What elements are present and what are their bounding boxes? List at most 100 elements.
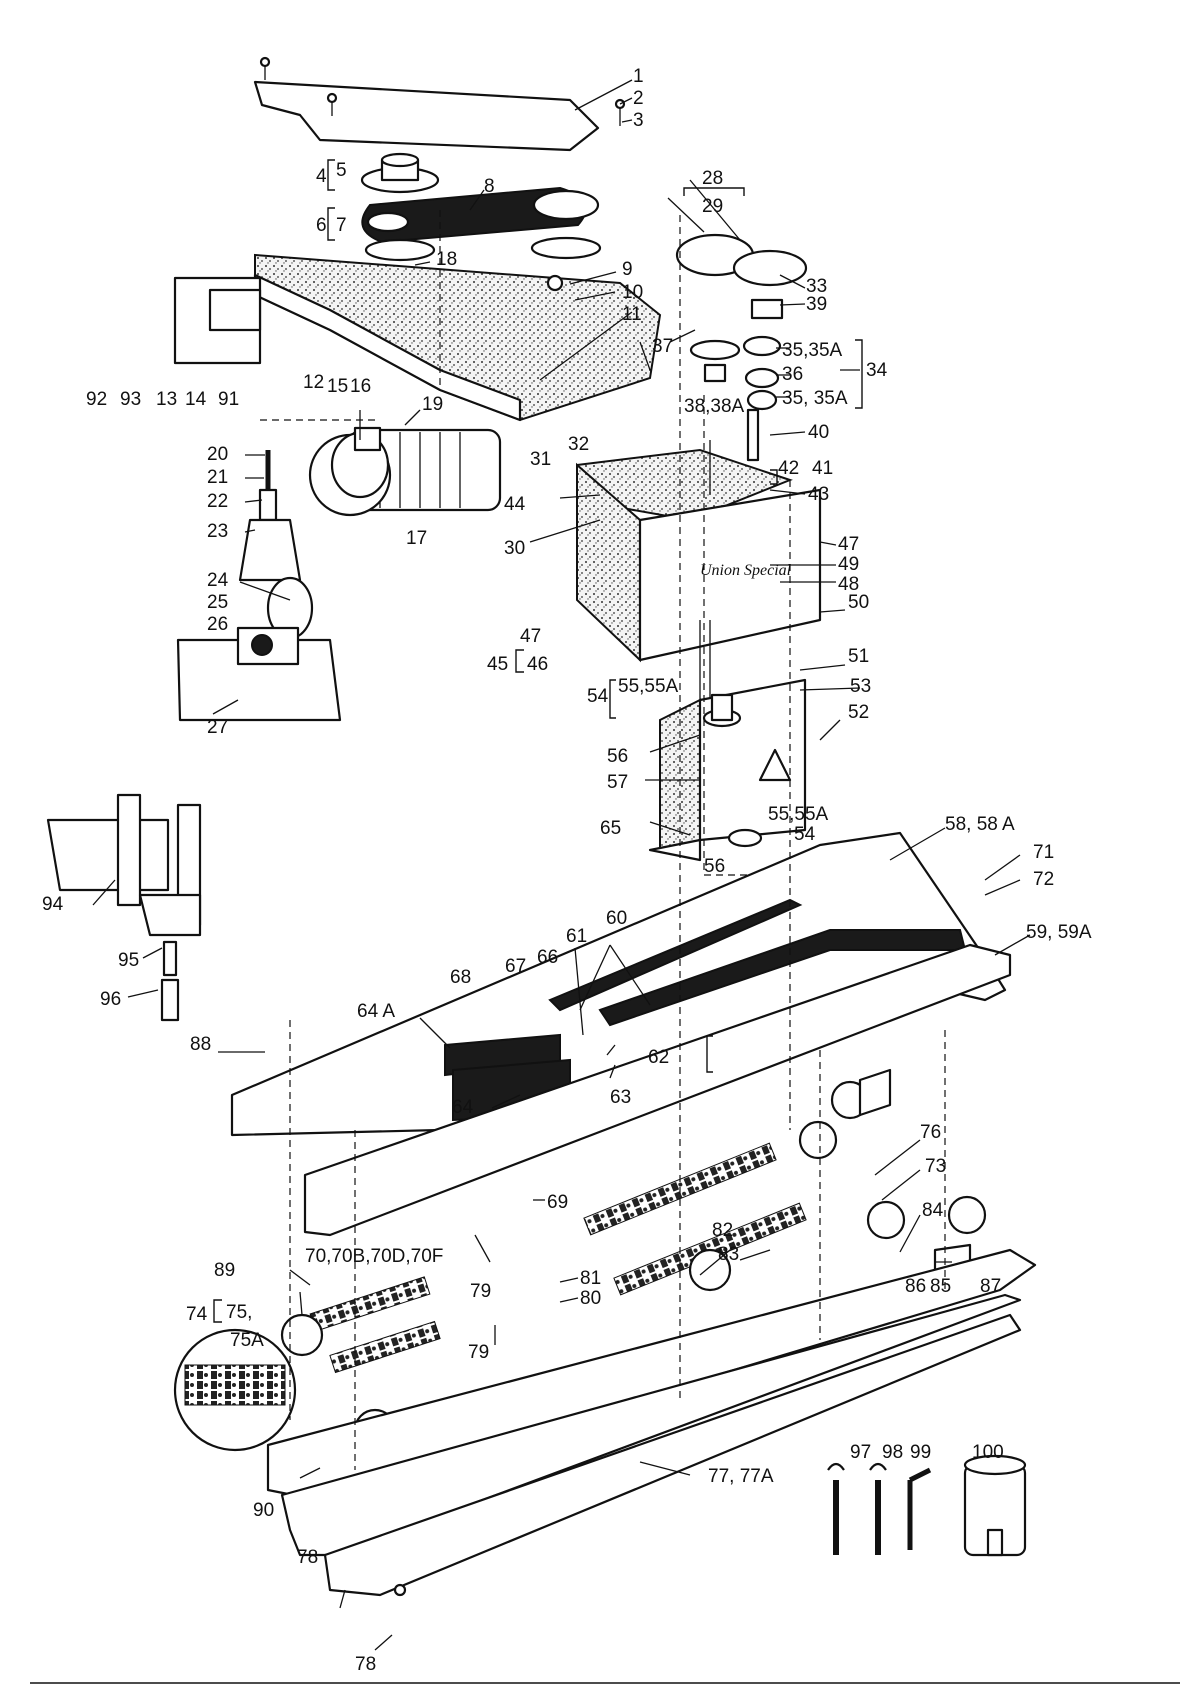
label-83: 83	[718, 1244, 739, 1265]
label-2: 2	[633, 88, 644, 109]
tools	[827, 1454, 1027, 1557]
label-70-group: 70,70B,70D,70F	[305, 1246, 443, 1267]
gear-housing	[173, 253, 662, 422]
label-93: 93	[120, 389, 141, 410]
label-66: 66	[537, 947, 558, 968]
label-71: 71	[1033, 842, 1054, 863]
label-75: 75,	[226, 1302, 252, 1323]
label-18: 18	[436, 249, 457, 270]
label-99: 99	[910, 1442, 931, 1463]
label-78-upper: 78	[297, 1547, 318, 1568]
label-100: 100	[972, 1442, 1004, 1463]
label-28: 28	[702, 168, 723, 189]
label-89: 89	[214, 1260, 235, 1281]
label-4: 4	[316, 166, 327, 187]
label-3: 3	[633, 110, 644, 131]
label-74: 74	[186, 1304, 208, 1325]
label-32: 32	[568, 434, 589, 455]
label-90: 90	[253, 1500, 274, 1521]
cable-connector	[176, 450, 342, 722]
label-75a: 75A	[230, 1330, 264, 1351]
label-97: 97	[850, 1442, 871, 1463]
label-72: 72	[1033, 869, 1054, 890]
label-30: 30	[504, 538, 525, 559]
label-10: 10	[622, 282, 643, 303]
label-48: 48	[838, 574, 859, 595]
label-58-58a: 58, 58 A	[945, 814, 1015, 835]
label-34: 34	[866, 360, 888, 381]
label-59-59a: 59, 59A	[1026, 922, 1092, 943]
label-85: 85	[930, 1276, 951, 1297]
label-49: 49	[838, 554, 859, 575]
label-65: 65	[600, 818, 621, 839]
label-36: 36	[782, 364, 803, 385]
label-61: 61	[566, 926, 587, 947]
gear-train	[675, 233, 808, 462]
label-68: 68	[450, 967, 471, 988]
label-35-35a: 35,35A	[782, 340, 843, 361]
label-22: 22	[207, 491, 228, 512]
label-76: 76	[920, 1122, 941, 1143]
label-95: 95	[118, 950, 139, 971]
label-8: 8	[484, 176, 495, 197]
label-98: 98	[882, 1442, 903, 1463]
label-78-lower: 78	[355, 1654, 376, 1675]
label-11: 11	[622, 304, 642, 325]
part-labels: 1 2 3 4 5 6 7 8 9 10 11 12 13 14 15 16 1…	[42, 66, 1092, 1675]
motor	[308, 410, 502, 517]
label-55-55a-lower: 55,55A	[768, 804, 829, 825]
label-86: 86	[905, 1276, 926, 1297]
label-45: 45	[487, 654, 508, 675]
label-80: 80	[580, 1288, 601, 1309]
label-82: 82	[712, 1220, 733, 1241]
label-25: 25	[207, 592, 228, 613]
label-15: 15	[327, 376, 348, 397]
label-1: 1	[633, 66, 644, 87]
label-6: 6	[316, 215, 327, 236]
label-77-77a: 77, 77A	[708, 1466, 774, 1487]
label-38-38a: 38,38A	[684, 396, 745, 417]
label-17: 17	[406, 528, 427, 549]
label-81: 81	[580, 1268, 601, 1289]
label-64: 64	[452, 1097, 474, 1118]
label-19: 19	[422, 394, 443, 415]
label-56-upper: 56	[607, 746, 628, 767]
label-41: 41	[812, 458, 833, 479]
gearbox-housing: Union Special	[576, 440, 822, 700]
label-23: 23	[207, 521, 228, 542]
label-50: 50	[848, 592, 869, 613]
label-39: 39	[806, 294, 827, 315]
label-79-upper: 79	[470, 1281, 491, 1302]
label-52: 52	[848, 702, 869, 723]
label-14: 14	[185, 389, 207, 410]
belt-drive	[360, 152, 602, 262]
label-96: 96	[100, 989, 121, 1010]
label-46: 46	[527, 654, 548, 675]
label-29: 29	[702, 196, 723, 217]
label-56-lower: 56	[704, 856, 725, 877]
label-53: 53	[850, 676, 871, 697]
label-47-right: 47	[838, 534, 859, 555]
label-91: 91	[218, 389, 239, 410]
mounting-bracket	[46, 793, 202, 1022]
bottom-plates	[280, 1293, 1022, 1597]
label-55-55a-upper: 55,55A	[618, 676, 679, 697]
label-43: 43	[808, 484, 829, 505]
label-84: 84	[922, 1200, 944, 1221]
label-69: 69	[547, 1192, 568, 1213]
label-67: 67	[505, 956, 526, 977]
label-44: 44	[504, 494, 526, 515]
label-92: 92	[86, 389, 107, 410]
label-12: 12	[303, 372, 324, 393]
column-housing	[648, 678, 807, 862]
label-26: 26	[207, 614, 228, 635]
label-73: 73	[925, 1156, 946, 1177]
dashed-connections	[260, 210, 946, 1470]
label-37: 37	[652, 336, 673, 357]
label-33: 33	[806, 276, 827, 297]
label-24: 24	[207, 570, 229, 591]
label-35-35a-lower: 35, 35A	[782, 388, 848, 409]
label-87: 87	[980, 1276, 1001, 1297]
label-94: 94	[42, 894, 64, 915]
